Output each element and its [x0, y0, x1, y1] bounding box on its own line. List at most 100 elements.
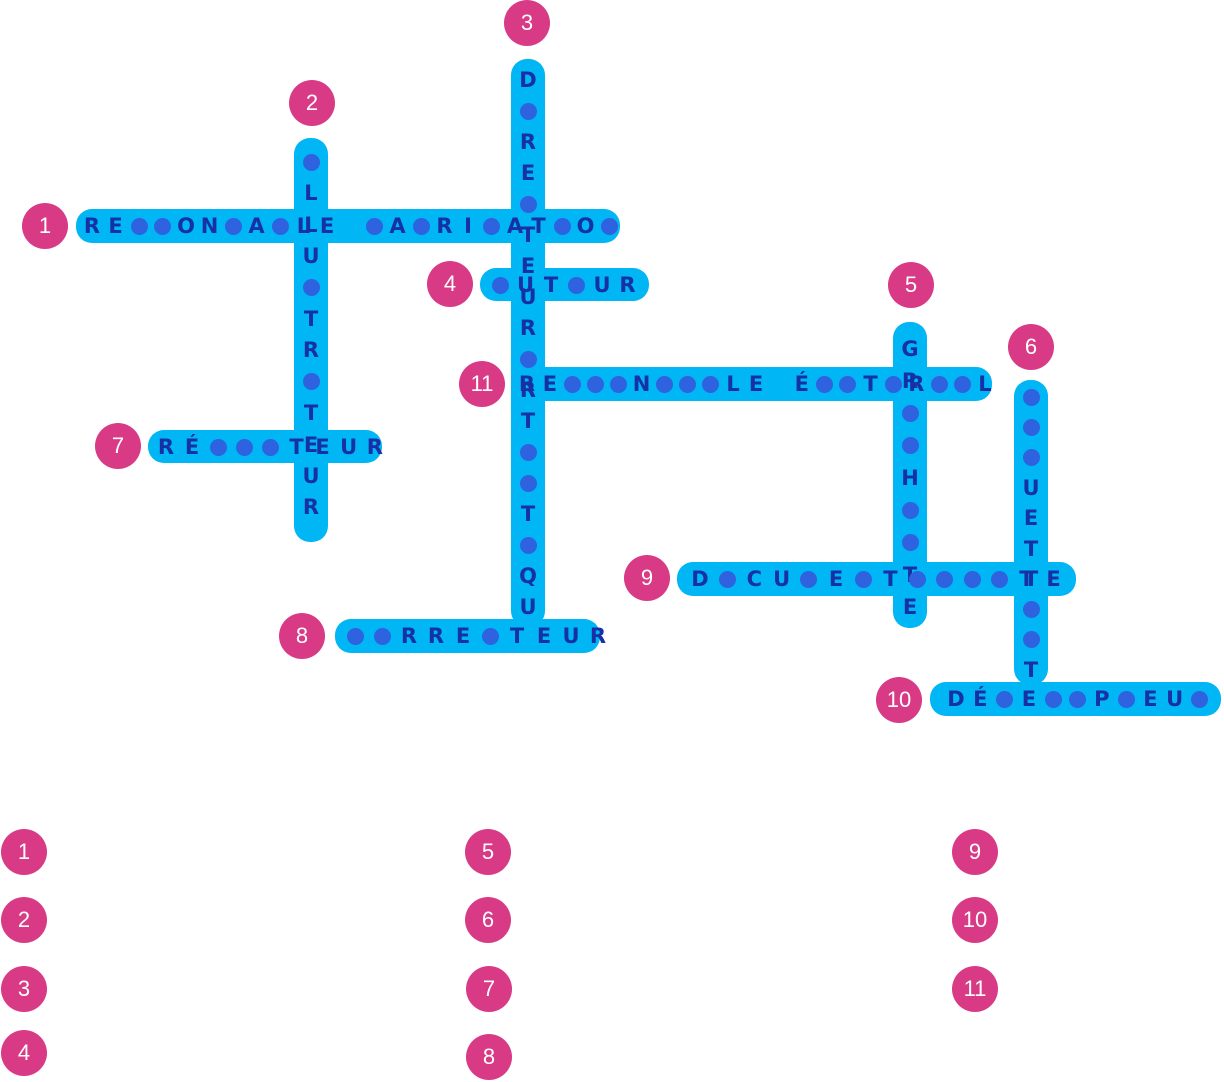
word-8-cell[interactable]	[477, 622, 503, 650]
blank-letter-dot[interactable]	[901, 534, 919, 552]
word-2-cell[interactable]: L	[298, 179, 324, 207]
blank-letter-dot[interactable]	[154, 217, 171, 235]
word-6-cell[interactable]: E	[1018, 504, 1044, 532]
answer-field-9[interactable]	[1010, 851, 1210, 853]
blank-letter-dot[interactable]	[718, 570, 736, 588]
word-3-cell[interactable]: E	[515, 252, 541, 280]
word-9-cell[interactable]: C	[741, 565, 767, 593]
word-7-cell[interactable]: R	[153, 433, 179, 461]
answer-field-5[interactable]	[524, 851, 784, 853]
word-1-cell[interactable]: T	[526, 212, 552, 240]
word-11-cell[interactable]	[926, 370, 952, 398]
word-3-cell[interactable]: D	[515, 66, 541, 94]
blank-letter-dot[interactable]	[235, 438, 253, 456]
blank-letter-dot[interactable]	[930, 375, 948, 393]
blank-letter-dot[interactable]	[519, 536, 537, 554]
word-9-cell[interactable]: T	[1013, 565, 1039, 593]
blank-letter-dot[interactable]	[800, 570, 818, 588]
word-2-cell[interactable]: U	[298, 242, 324, 270]
word-9-cell[interactable]	[714, 565, 740, 593]
blank-letter-dot[interactable]	[302, 373, 320, 391]
word-8-cell[interactable]: E	[531, 622, 557, 650]
word-8-cell[interactable]	[369, 622, 395, 650]
blank-letter-dot[interactable]	[678, 375, 696, 393]
blank-letter-dot[interactable]	[491, 276, 509, 294]
answer-field-4[interactable]	[60, 1052, 320, 1054]
word-8-cell[interactable]: R	[396, 622, 422, 650]
word-1-cell[interactable]: R	[432, 212, 458, 240]
word-9-cell[interactable]	[932, 565, 958, 593]
answer-field-8[interactable]	[524, 1056, 784, 1058]
word-6-cell[interactable]	[1018, 413, 1044, 441]
word-2-cell[interactable]: T	[298, 399, 324, 427]
word-1-cell[interactable]	[408, 212, 434, 240]
word-11-cell[interactable]: E	[537, 370, 563, 398]
word-11-cell[interactable]	[880, 370, 906, 398]
word-1-cell[interactable]: A	[502, 212, 528, 240]
word-1-cell[interactable]: I	[455, 212, 481, 240]
word-10-cell[interactable]: E	[1016, 685, 1042, 713]
word-1-cell[interactable]	[126, 212, 152, 240]
word-8-cell[interactable]	[342, 622, 368, 650]
word-5-cell[interactable]	[897, 400, 923, 428]
word-4-cell[interactable]	[487, 271, 513, 299]
answer-field-11[interactable]	[1010, 988, 1210, 990]
blank-letter-dot[interactable]	[519, 102, 537, 120]
word-10-cell[interactable]: U	[1162, 685, 1188, 713]
word-3-cell[interactable]: E	[515, 159, 541, 187]
word-4-cell[interactable]: U	[589, 271, 615, 299]
word-1-cell[interactable]: N	[197, 212, 223, 240]
blank-letter-dot[interactable]	[816, 375, 834, 393]
word-1-cell[interactable]	[549, 212, 575, 240]
word-1-cell[interactable]: O	[573, 212, 599, 240]
word-4-cell[interactable]: T	[538, 271, 564, 299]
blank-letter-dot[interactable]	[519, 350, 537, 368]
answer-field-7[interactable]	[524, 988, 784, 990]
word-3-cell[interactable]	[515, 97, 541, 125]
word-10-cell[interactable]	[1065, 685, 1091, 713]
word-8-cell[interactable]: U	[558, 622, 584, 650]
word-9-cell[interactable]	[905, 565, 931, 593]
blank-letter-dot[interactable]	[365, 217, 383, 235]
blank-letter-dot[interactable]	[553, 217, 571, 235]
word-7-cell[interactable]	[205, 433, 231, 461]
word-2-cell[interactable]: R	[298, 493, 324, 521]
word-10-cell[interactable]: D	[943, 685, 969, 713]
word-6-cell[interactable]	[1018, 625, 1044, 653]
blank-letter-dot[interactable]	[209, 438, 227, 456]
word-9-cell[interactable]	[959, 565, 985, 593]
blank-letter-dot[interactable]	[587, 375, 605, 393]
word-5-cell[interactable]: H	[897, 464, 923, 492]
word-9-cell[interactable]	[796, 565, 822, 593]
word-5-cell[interactable]: G	[897, 335, 923, 363]
word-2-cell[interactable]: U	[298, 462, 324, 490]
word-11-cell[interactable]: R	[514, 370, 540, 398]
word-1-cell[interactable]: A	[385, 212, 411, 240]
word-1-cell[interactable]: R	[79, 212, 105, 240]
blank-letter-dot[interactable]	[481, 627, 499, 645]
blank-letter-dot[interactable]	[990, 570, 1008, 588]
word-1-cell[interactable]: E	[103, 212, 129, 240]
word-7-cell[interactable]	[257, 433, 283, 461]
word-3-cell[interactable]: R	[515, 314, 541, 342]
blank-letter-dot[interactable]	[1022, 600, 1040, 618]
blank-letter-dot[interactable]	[701, 375, 719, 393]
word-2-cell[interactable]: L	[298, 211, 324, 239]
word-11-cell[interactable]	[697, 370, 723, 398]
word-9-cell[interactable]: T	[877, 565, 903, 593]
word-9-cell[interactable]: E	[823, 565, 849, 593]
word-3-cell[interactable]: U	[515, 593, 541, 621]
word-1-cell[interactable]	[361, 212, 387, 240]
word-2-cell[interactable]	[298, 274, 324, 302]
word-6-cell[interactable]	[1018, 444, 1044, 472]
word-11-cell[interactable]	[560, 370, 586, 398]
word-11-cell[interactable]	[674, 370, 700, 398]
word-11-cell[interactable]: R	[903, 370, 929, 398]
word-1-cell[interactable]: L	[291, 212, 317, 240]
blank-letter-dot[interactable]	[901, 502, 919, 519]
word-6-cell[interactable]	[1018, 595, 1044, 623]
word-2-cell[interactable]: R	[298, 336, 324, 364]
word-4-cell[interactable]: R	[615, 271, 641, 299]
blank-letter-dot[interactable]	[963, 570, 981, 588]
word-1-cell[interactable]	[596, 212, 622, 240]
